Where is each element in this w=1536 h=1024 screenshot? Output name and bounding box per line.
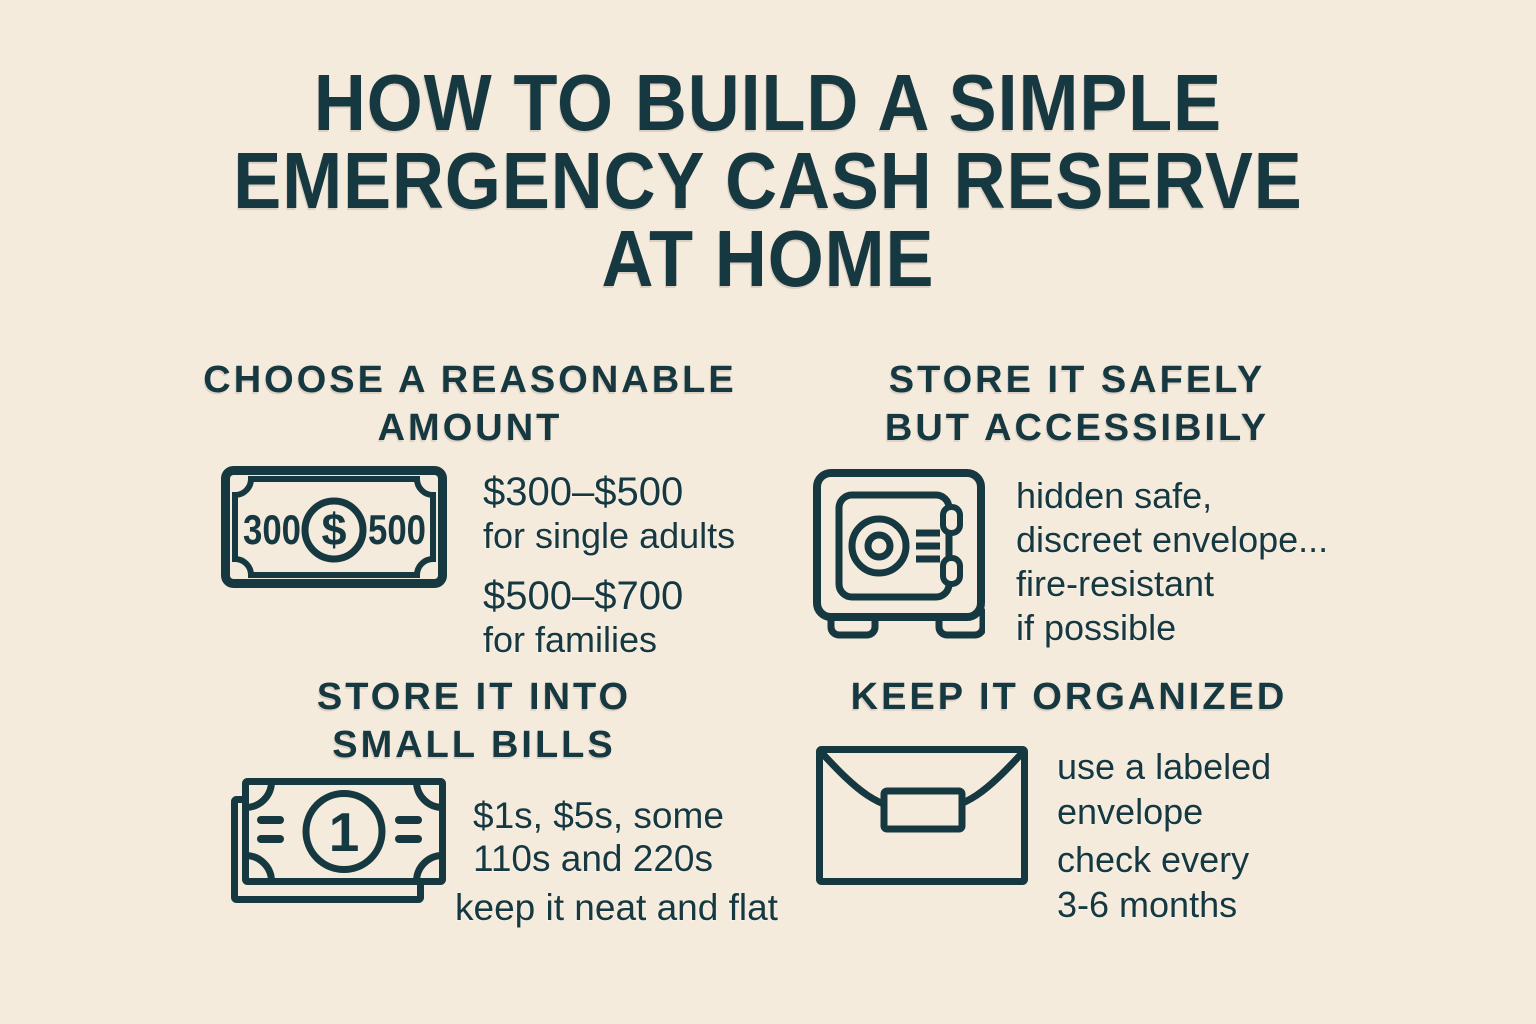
small-bills-footnote: keep it neat and flat	[455, 886, 778, 929]
bills-icon: 1	[231, 778, 446, 903]
text-line: keep it neat and flat	[455, 887, 778, 928]
banknote-icon: 300 $ 500	[221, 466, 447, 588]
section-heading-small-bills: STORE IT INTO SMALL BILLS	[194, 673, 754, 769]
heading-line: AMOUNT	[377, 407, 563, 449]
text-line: 3-6 months	[1057, 884, 1238, 925]
range-detail: for families	[483, 619, 658, 660]
heading-line: STORE IT SAFELY	[888, 359, 1266, 401]
heading-line: STORE IT INTO	[316, 676, 632, 718]
bill-corner-arc	[245, 852, 275, 882]
text-line: discreet envelope...	[1016, 519, 1329, 560]
safe-dial-outer	[848, 515, 910, 577]
envelope-icon	[816, 746, 1028, 885]
page-title: HOW TO BUILD A SIMPLE EMERGENCY CASH RES…	[77, 58, 1459, 303]
safe-door	[835, 491, 953, 601]
bill-corner-arc	[413, 852, 443, 882]
text-line: $1s, $5s, some	[473, 795, 724, 836]
title-line: HOW TO BUILD A SIMPLE	[313, 58, 1223, 147]
banknote-inner-border	[232, 476, 436, 578]
text-group: check every 3-6 months	[1057, 837, 1271, 927]
text-line: check every	[1057, 839, 1250, 880]
range-group: $500–$700 for families	[483, 574, 735, 662]
safe-hinge-bottom	[940, 555, 963, 587]
title-line: EMERGENCY CASH RESERVE	[233, 136, 1303, 225]
text-line: 110s and 220s	[473, 838, 714, 879]
range-value: $300–$500	[483, 470, 684, 514]
title-line: AT HOME	[601, 214, 935, 303]
bill-corner-arc	[413, 781, 443, 811]
bill-value-circle	[302, 790, 386, 873]
dollar-sign: $	[321, 504, 346, 555]
bill-value: 1	[329, 801, 360, 863]
heading-line: SMALL BILLS	[332, 724, 616, 766]
heading-line: KEEP IT ORGANIZED	[850, 676, 1288, 718]
text-line: fire-resistant	[1016, 563, 1215, 604]
section-heading-choose-amount: CHOOSE A REASONABLE AMOUNT	[190, 356, 750, 452]
section-heading-keep-organized: KEEP IT ORGANIZED	[789, 673, 1349, 721]
heading-line: CHOOSE A REASONABLE	[203, 359, 737, 401]
range-group: $300–$500 for single adults	[483, 470, 735, 558]
section-heading-store-safely: STORE IT SAFELY BUT ACCESSIBILY	[797, 356, 1357, 452]
front-bill	[242, 778, 446, 885]
banknote-left-value: 300	[243, 506, 301, 553]
heading-line: BUT ACCESSIBILY	[884, 407, 1270, 449]
text-line: use a labeled	[1057, 746, 1272, 787]
store-safely-text: hidden safe, discreet envelope... fire-r…	[1016, 474, 1328, 650]
choose-amount-text: $300–$500 for single adults $500–$700 fo…	[483, 470, 735, 662]
range-value: $500–$700	[483, 574, 684, 618]
safe-body	[813, 469, 985, 621]
text-group: use a labeled envelope	[1057, 744, 1271, 834]
banknote-right-value: 500	[368, 506, 426, 553]
small-bills-text: $1s, $5s, some 110s and 220s	[473, 794, 724, 880]
envelope-body	[816, 746, 1028, 885]
dollar-circle	[301, 497, 367, 563]
text-line: hidden safe,	[1016, 475, 1213, 516]
banknote-outer-border	[221, 466, 447, 588]
bill-corner-arc	[245, 781, 275, 811]
safe-dial-inner	[864, 531, 894, 561]
safe-icon	[813, 469, 985, 639]
envelope-label	[880, 787, 966, 833]
text-line: if possible	[1016, 607, 1177, 648]
keep-organized-text: use a labeled envelope check every 3-6 m…	[1057, 744, 1271, 927]
safe-hinge-top	[940, 504, 963, 536]
text-line: envelope	[1057, 791, 1204, 832]
range-detail: for single adults	[483, 515, 736, 556]
